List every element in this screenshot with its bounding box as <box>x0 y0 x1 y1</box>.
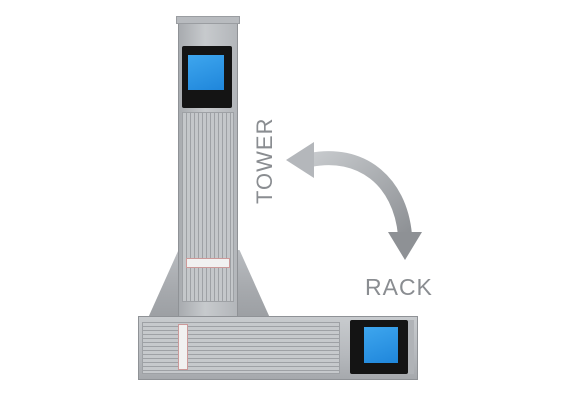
tower-label: TOWER <box>252 117 277 204</box>
tower-lcd-screen <box>188 55 224 90</box>
rack-logo-badge <box>178 324 188 370</box>
rack-side-strip <box>408 320 414 374</box>
tower-logo-badge <box>186 258 230 268</box>
rack-vent-grille <box>142 322 340 374</box>
rack-label: RACK <box>365 274 433 300</box>
tower-vent-grille <box>182 112 234 302</box>
curved-double-arrow-icon <box>286 142 422 260</box>
tower-top-cap <box>176 16 240 24</box>
rack-lcd-screen <box>364 327 398 363</box>
